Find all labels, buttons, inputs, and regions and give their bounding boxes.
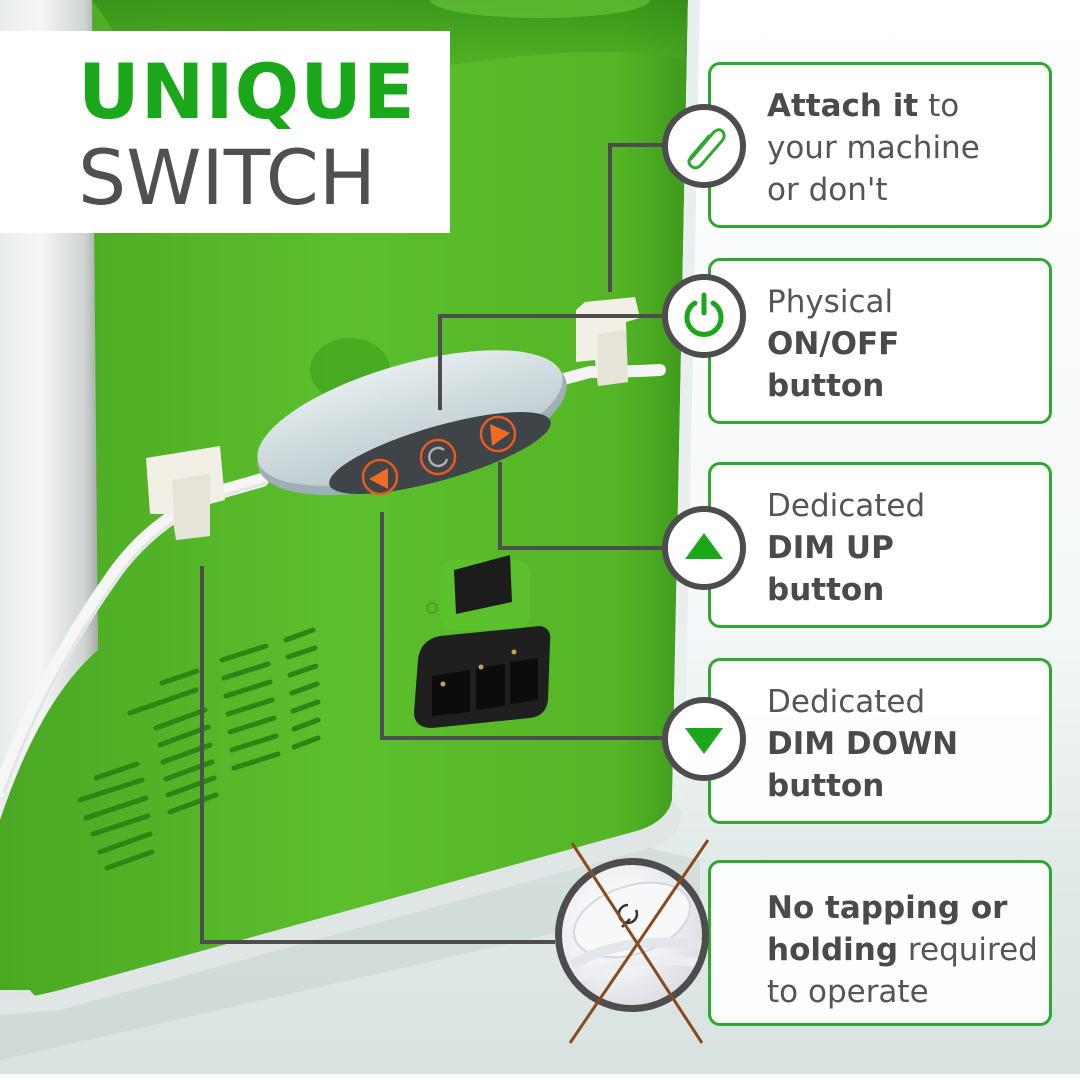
callout-text: ON/OFF bbox=[767, 326, 900, 362]
bottom-border bbox=[0, 1074, 1080, 1080]
callout-attach: Attach it to your machine or don't bbox=[708, 62, 1052, 228]
callout-text: or don't bbox=[767, 172, 888, 208]
callout-text: Dedicated bbox=[767, 684, 926, 720]
callout-text: your machine bbox=[767, 130, 980, 166]
touch-remote-photo bbox=[555, 858, 709, 1012]
rocker-switch bbox=[454, 555, 512, 614]
triangle-up-icon bbox=[662, 506, 746, 590]
callout-text: button bbox=[767, 768, 885, 804]
callout-text: Physical bbox=[767, 284, 894, 320]
title-unique: UNIQUE bbox=[78, 47, 416, 136]
callout-text: required bbox=[898, 932, 1038, 968]
device-body bbox=[0, 0, 688, 1002]
power-icon bbox=[662, 274, 746, 358]
cross-out-icon bbox=[568, 839, 710, 1044]
inline-remote-control bbox=[257, 350, 567, 496]
title-card: UNIQUE SWITCH bbox=[0, 31, 450, 233]
remote-power-button bbox=[419, 438, 457, 476]
triangle-down-icon bbox=[662, 697, 746, 781]
callout-on-off: Physical ON/OFF button bbox=[708, 258, 1052, 424]
callout-text: Attach it bbox=[767, 88, 919, 124]
title-switch: SWITCH bbox=[78, 133, 376, 222]
callout-dim-up: Dedicated DIM UP button bbox=[708, 462, 1052, 628]
callout-text: Dedicated bbox=[767, 488, 926, 524]
callout-text: to bbox=[918, 88, 960, 124]
paperclip-icon bbox=[662, 104, 746, 188]
callout-text: No tapping or bbox=[767, 890, 1008, 926]
callout-text: to operate bbox=[767, 974, 929, 1010]
callout-no-tapping: No tapping or holding required to operat… bbox=[708, 860, 1052, 1026]
callout-text: holding bbox=[767, 932, 899, 968]
callout-text: DIM UP bbox=[767, 530, 894, 566]
callout-text: button bbox=[767, 572, 885, 608]
callout-connector-lines bbox=[200, 143, 668, 944]
callout-text: DIM DOWN bbox=[767, 726, 959, 762]
callout-text: button bbox=[767, 368, 885, 404]
cable-clip-right bbox=[576, 297, 640, 386]
callout-dim-down: Dedicated DIM DOWN button bbox=[708, 658, 1052, 824]
cable-clip-left bbox=[146, 446, 225, 540]
